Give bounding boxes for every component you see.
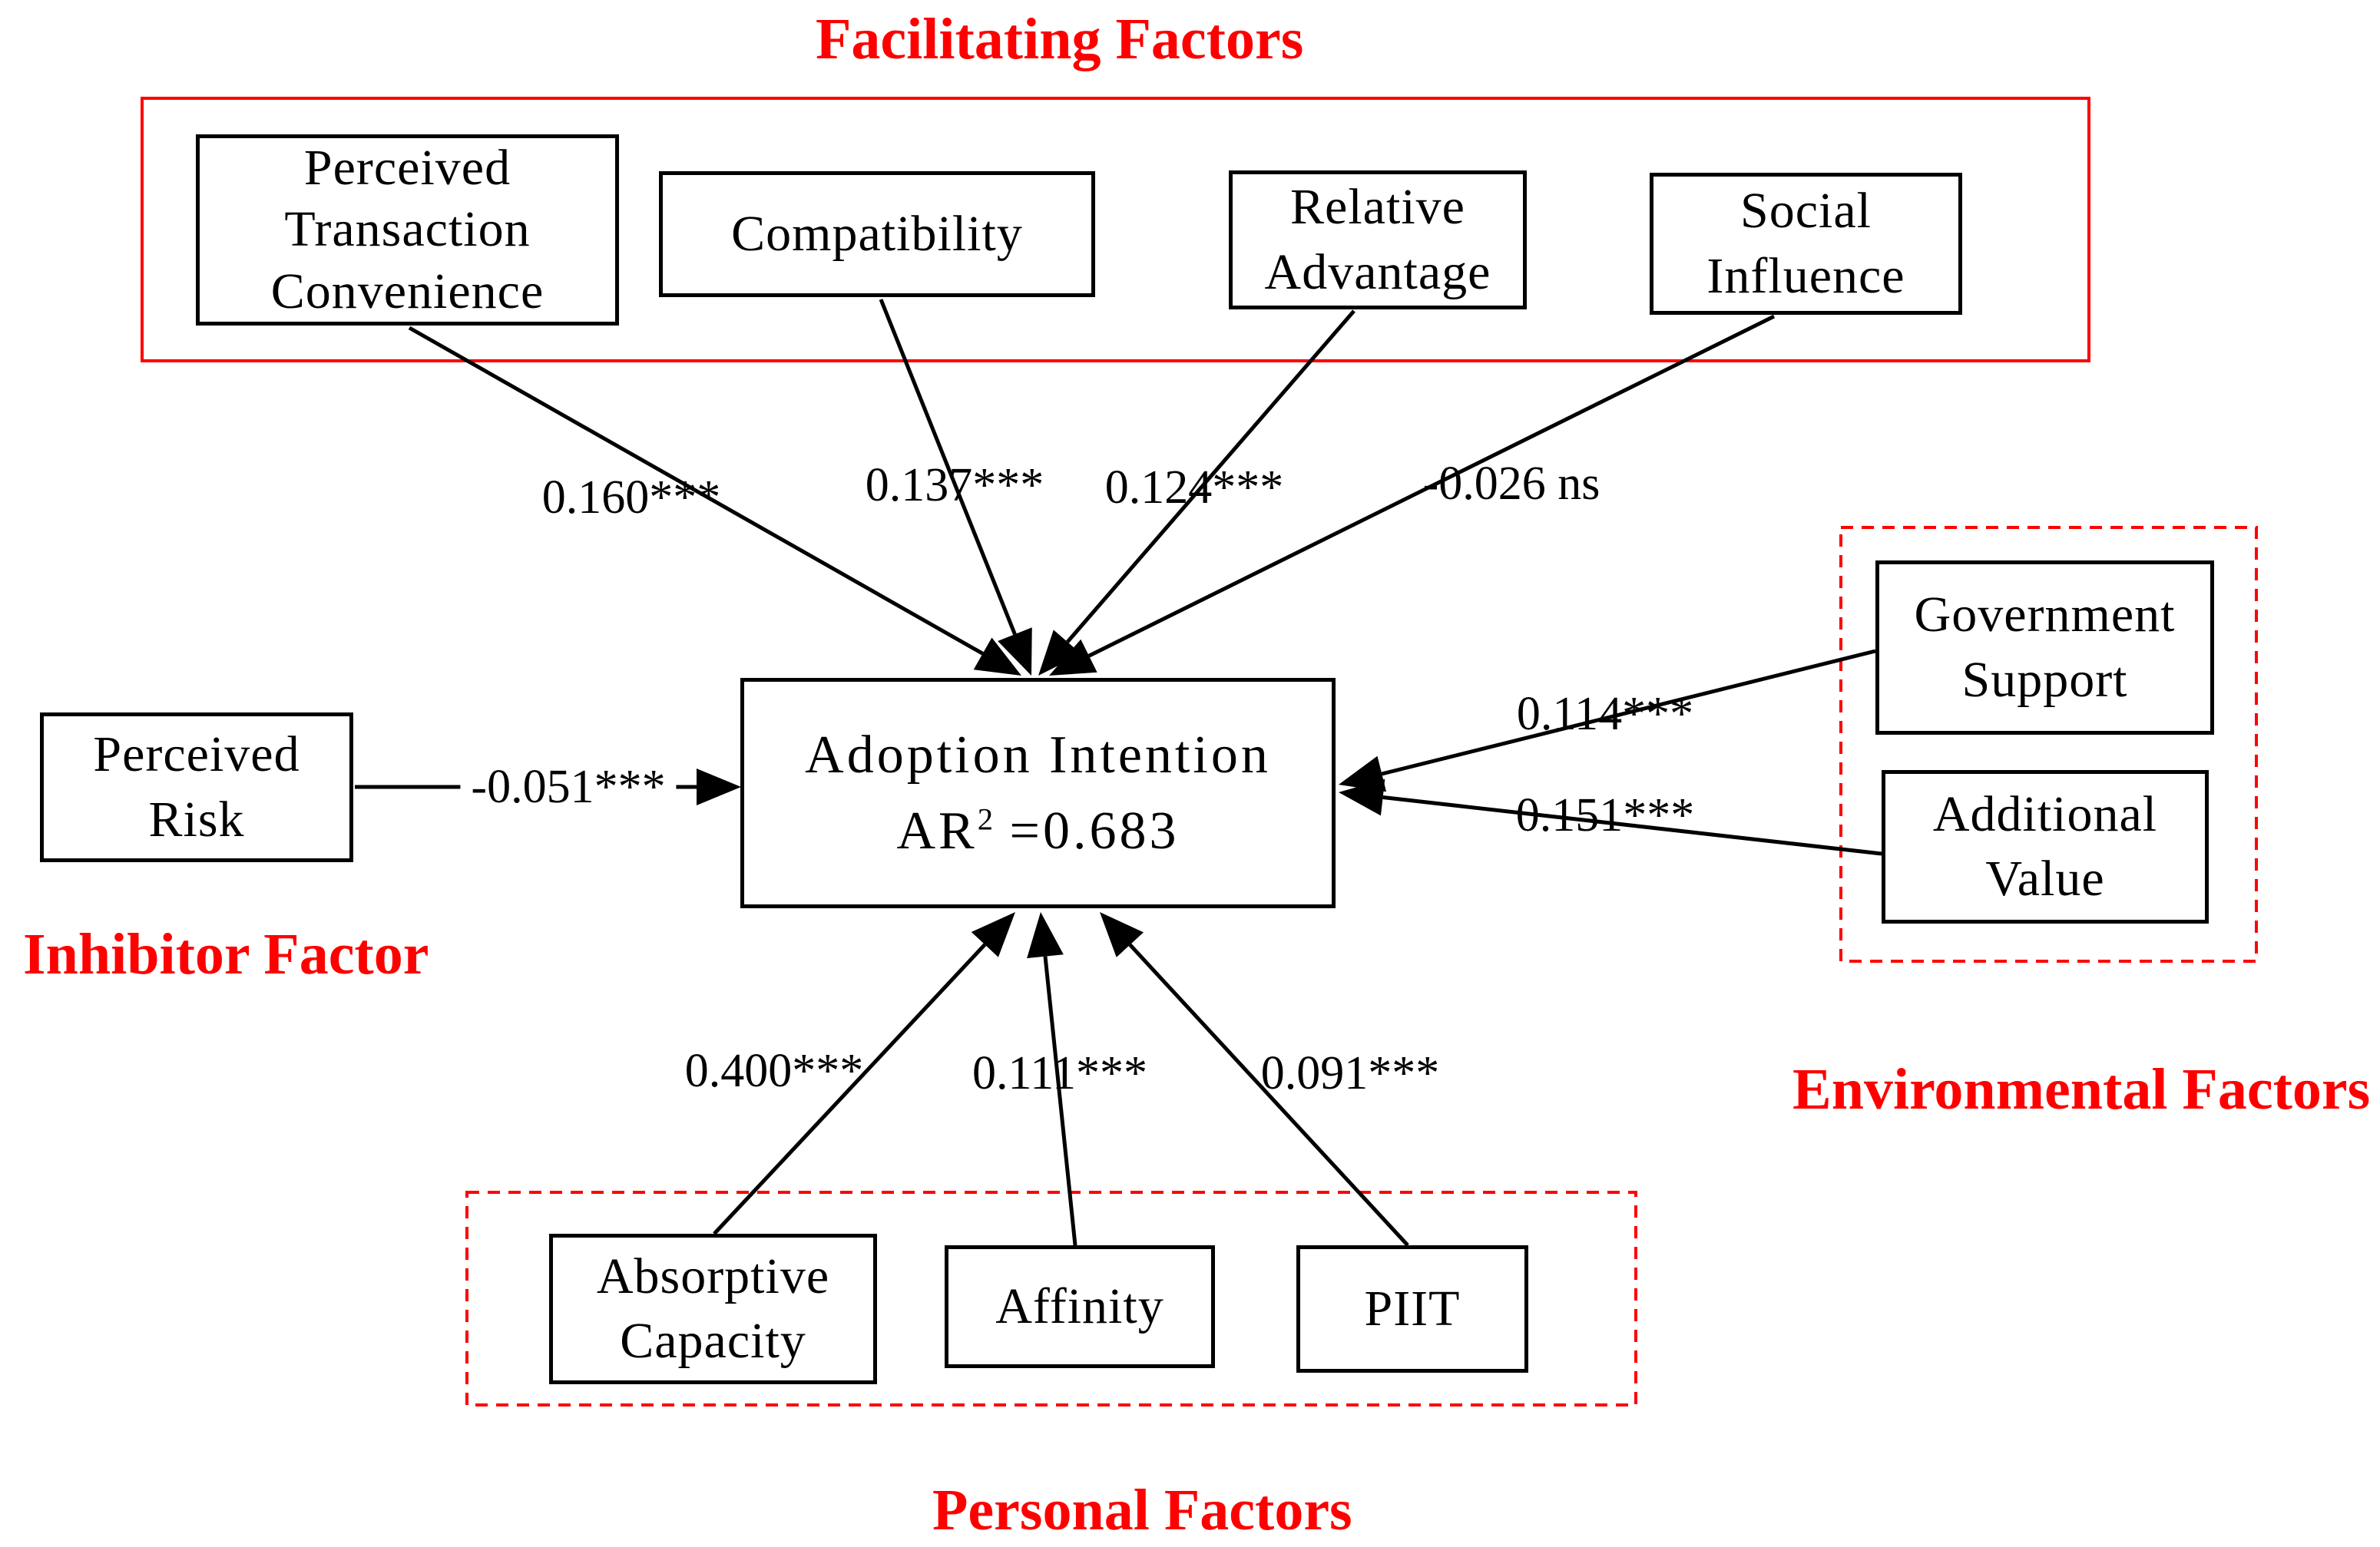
coef-piit: 0.091*** [1260, 1047, 1440, 1099]
coef-social-influence: -0.026 ns [1422, 458, 1600, 510]
node-additional-value: Additional Value [1882, 770, 2209, 924]
edge-absorptive-capacity-to-adoption-arrowhead [971, 912, 1015, 957]
ar-text: AR [896, 802, 978, 861]
edge-relative-advantage-to-adoption [1038, 309, 1356, 676]
coef-additional-value: 0.151*** [1515, 789, 1695, 841]
ar-value-text: =0.683 [993, 802, 1180, 861]
coef-government-support: 0.114*** [1516, 688, 1694, 740]
facilitating-group-box [141, 97, 2090, 362]
personal-group-box [465, 1191, 1637, 1407]
node-compatibility: Compatibility [659, 171, 1095, 297]
edge-ptc-to-adoption [408, 326, 1021, 676]
personal-factors-title: Personal Factors [932, 1478, 1352, 1542]
adoption-intention-label: Adoption Intention [805, 725, 1271, 785]
node-social-influence: Social Influence [1650, 173, 1962, 315]
edge-additional-value-to-adoption-arrowhead [1339, 778, 1385, 816]
coef-compatibility: 0.137*** [865, 459, 1044, 511]
node-perceived-risk: Perceived Risk [40, 712, 353, 862]
edge-affinity-to-adoption-arrowhead [1027, 912, 1064, 959]
edge-absorptive-capacity-to-adoption [713, 912, 1015, 1235]
edge-additional-value-to-adoption [1339, 778, 1882, 856]
edge-affinity-to-adoption [1027, 912, 1077, 1246]
facilitating-factors-title: Facilitating Factors [816, 7, 1304, 71]
coef-absorptive-capacity: 0.400*** [684, 1045, 864, 1097]
node-perceived-transaction-convenience: Perceived Transaction Convenience [196, 134, 619, 326]
coef-relative-advantage: 0.124*** [1104, 461, 1284, 514]
node-piit: PIIT [1296, 1245, 1528, 1373]
node-absorptive-capacity: Absorptive Capacity [549, 1234, 877, 1384]
edge-social-influence-to-adoption-arrowhead [1049, 639, 1097, 676]
edge-piit-to-adoption-arrowhead [1100, 912, 1144, 957]
environmental-group-box [1839, 526, 2258, 963]
coef-perceived-risk: -0.051*** [460, 763, 677, 811]
node-relative-advantage: Relative Advantage [1229, 170, 1527, 309]
edge-piit-to-adoption [1100, 912, 1409, 1247]
edge-relative-advantage-to-adoption-arrowhead [1038, 630, 1082, 676]
edge-social-influence-to-adoption [1049, 314, 1776, 676]
node-government-support: Government Support [1875, 560, 2214, 735]
edge-compatibility-to-adoption-arrowhead [998, 627, 1032, 676]
coef-perceived-transaction-convenience: 0.160*** [541, 471, 721, 524]
node-adoption-intention: Adoption Intention AR2 =0.683 [740, 678, 1336, 908]
node-affinity: Affinity [945, 1245, 1215, 1368]
edge-ptc-to-adoption-arrowhead [973, 637, 1021, 676]
ar-superscript: 2 [977, 802, 994, 837]
edge-compatibility-to-adoption [879, 299, 1032, 676]
inhibitor-factor-title: Inhibitor Factor [23, 922, 429, 987]
edge-perceived-risk-to-adoption-arrowhead [697, 769, 741, 805]
coef-affinity: 0.111*** [972, 1047, 1147, 1099]
adoption-ar-squared-value: AR2 =0.683 [896, 793, 1179, 869]
environmental-factors-title: Environmental Factors [1792, 1057, 2371, 1122]
